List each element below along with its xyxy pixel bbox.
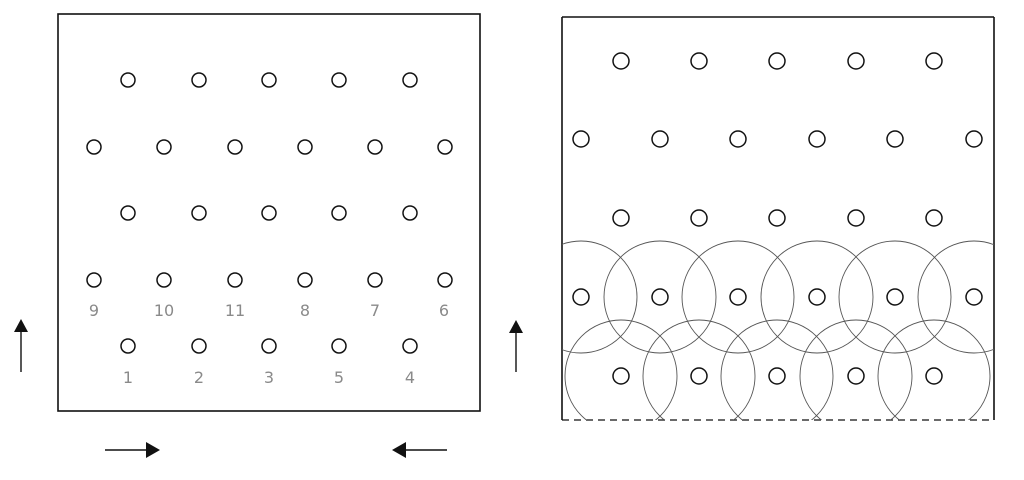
hole	[261, 205, 277, 221]
hole	[437, 139, 453, 155]
hole	[120, 72, 136, 88]
hole-label: 11	[225, 301, 245, 320]
hole	[156, 272, 172, 288]
hole-label: 2	[194, 368, 204, 387]
hole	[729, 130, 747, 148]
hole	[925, 367, 943, 385]
hole	[690, 209, 708, 227]
hole	[191, 205, 207, 221]
hole	[437, 272, 453, 288]
hole	[367, 272, 383, 288]
hole-label: 8	[300, 301, 310, 320]
hole	[572, 130, 590, 148]
hole	[612, 209, 630, 227]
influence-circle	[720, 319, 834, 420]
hole	[925, 52, 943, 70]
hole	[572, 288, 590, 306]
hole	[651, 130, 669, 148]
hole	[808, 130, 826, 148]
hole-label: 7	[370, 301, 380, 320]
hole	[191, 72, 207, 88]
hole	[227, 272, 243, 288]
hole	[847, 209, 865, 227]
hole	[367, 139, 383, 155]
hole	[402, 338, 418, 354]
up-arrow-left	[14, 319, 28, 372]
hole	[402, 205, 418, 221]
hole	[808, 288, 826, 306]
influence-circle	[760, 240, 874, 354]
hole	[120, 205, 136, 221]
left-arrow	[392, 442, 447, 458]
hole	[297, 272, 313, 288]
left-panel-holes	[86, 72, 453, 354]
left-panel-labels: 9 10 11 8 7 6 1 2 3 5 4	[89, 301, 449, 387]
hole-label: 9	[89, 301, 99, 320]
influence-circle	[917, 240, 994, 354]
hole	[331, 338, 347, 354]
influence-circle	[799, 319, 913, 420]
hole	[227, 139, 243, 155]
hole	[651, 288, 669, 306]
hole	[965, 288, 983, 306]
influence-circle	[681, 240, 795, 354]
hole	[768, 367, 786, 385]
hole	[965, 130, 983, 148]
hole	[847, 367, 865, 385]
hole-label: 10	[154, 301, 174, 320]
influence-circle	[642, 319, 756, 420]
hole	[690, 367, 708, 385]
hole	[612, 367, 630, 385]
hole	[297, 139, 313, 155]
hole	[261, 72, 277, 88]
right-arrow	[105, 442, 160, 458]
hole	[729, 288, 747, 306]
hole	[612, 52, 630, 70]
hole-label: 3	[264, 368, 274, 387]
hole	[768, 52, 786, 70]
hole	[156, 139, 172, 155]
hole	[886, 288, 904, 306]
hole-label: 1	[123, 368, 133, 387]
influence-circle	[564, 319, 678, 420]
hole	[191, 338, 207, 354]
influence-circle	[877, 319, 991, 420]
up-arrow-right	[509, 320, 523, 372]
influence-circle	[603, 240, 717, 354]
influence-circle	[562, 240, 638, 354]
hole	[925, 209, 943, 227]
hole-label: 5	[334, 368, 344, 387]
hole	[120, 338, 136, 354]
hole-label: 6	[439, 301, 449, 320]
hole	[886, 130, 904, 148]
hole-label: 4	[405, 368, 415, 387]
hole	[86, 139, 102, 155]
hole	[402, 72, 418, 88]
influence-circles	[562, 240, 994, 420]
hole	[331, 205, 347, 221]
right-panel-frame	[561, 16, 995, 421]
left-panel-frame	[57, 13, 481, 412]
hole	[331, 72, 347, 88]
hole	[768, 209, 786, 227]
hole	[690, 52, 708, 70]
hole	[847, 52, 865, 70]
influence-circle	[838, 240, 952, 354]
hole	[86, 272, 102, 288]
right-panel-holes	[572, 52, 983, 385]
hole	[261, 338, 277, 354]
